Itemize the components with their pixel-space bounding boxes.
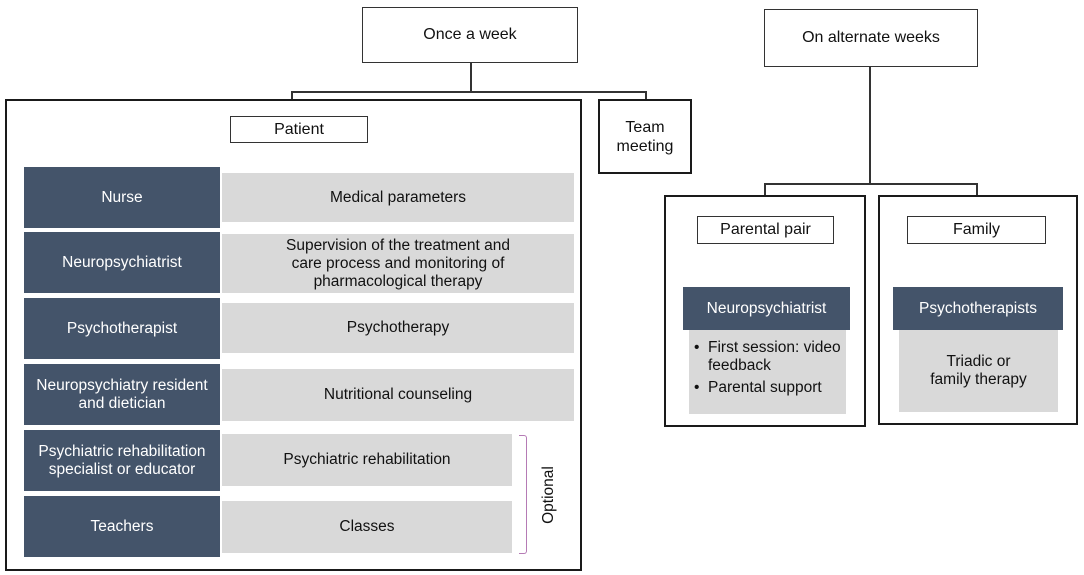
- task-psychotherapy: Psychotherapy: [222, 303, 574, 353]
- parental-role-neuropsychiatrist: Neuropsychiatrist: [683, 287, 850, 330]
- role-neuropsychiatrist: Neuropsychiatrist: [24, 232, 220, 293]
- task-supervision: Supervision of the treatment and care pr…: [222, 234, 574, 293]
- once-a-week-box: Once a week: [362, 7, 578, 63]
- task-classes: Classes: [222, 501, 512, 553]
- connector-once-horizontal: [291, 91, 647, 93]
- connector-family-drop: [976, 183, 978, 195]
- role-psychotherapist: Psychotherapist: [24, 298, 220, 359]
- task-psychiatric-rehabilitation: Psychiatric rehabilitation: [222, 434, 512, 486]
- connector-parental-drop: [764, 183, 766, 195]
- parental-pair-label: Parental pair: [697, 216, 834, 244]
- parental-bullet-list: First session: video feedback Parental s…: [694, 339, 844, 401]
- alternate-weeks-box: On alternate weeks: [764, 9, 978, 67]
- role-nurse: Nurse: [24, 167, 220, 228]
- task-medical-parameters: Medical parameters: [222, 173, 574, 222]
- connector-once-vertical: [470, 62, 472, 92]
- role-teachers: Teachers: [24, 496, 220, 557]
- parental-bullet-item: Parental support: [694, 379, 844, 397]
- optional-bracket: [519, 435, 527, 554]
- task-nutritional-counseling: Nutritional counseling: [222, 369, 574, 421]
- team-meeting-box: Team meeting: [598, 99, 692, 174]
- family-task: Triadic or family therapy: [899, 330, 1058, 412]
- role-rehabilitation-specialist: Psychiatric rehabilitation specialist or…: [24, 430, 220, 491]
- family-role-psychotherapists: Psychotherapists: [893, 287, 1063, 330]
- role-resident-dietician: Neuropsychiatry resident and dietician: [24, 364, 220, 425]
- patient-label: Patient: [230, 116, 368, 143]
- connector-patient-drop: [291, 91, 293, 100]
- connector-team-drop: [645, 91, 647, 100]
- parental-bullet-item: First session: video feedback: [694, 339, 844, 375]
- family-label: Family: [907, 216, 1046, 244]
- connector-alternate-vertical: [869, 66, 871, 184]
- connector-alternate-horizontal: [764, 183, 978, 185]
- optional-label: Optional: [540, 466, 557, 524]
